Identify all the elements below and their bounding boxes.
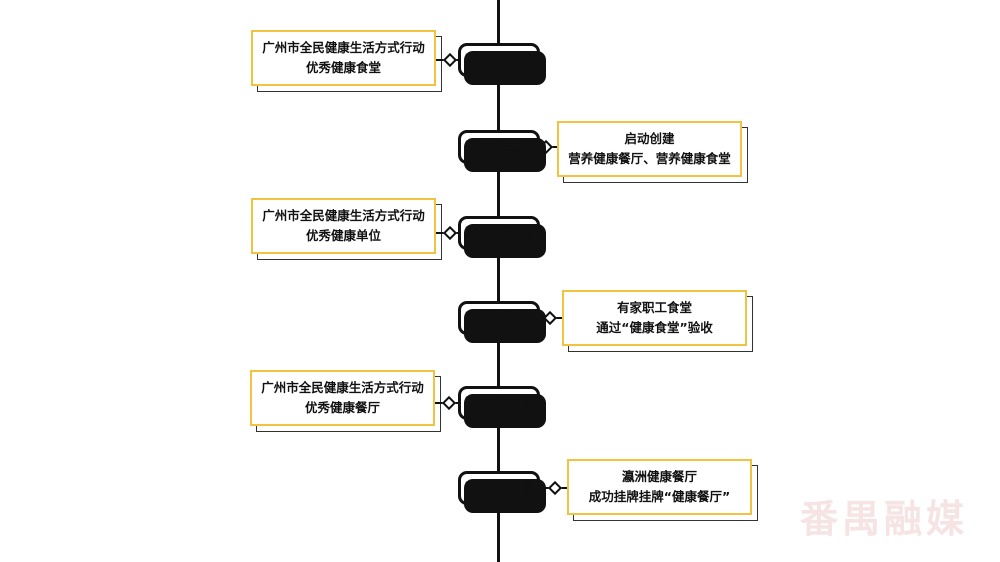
milestone-line1: 瀛洲健康餐厅 [621, 469, 697, 484]
milestone-line2: 优秀健康单位 [305, 228, 381, 243]
watermark-logo: 番禺融媒 [800, 496, 969, 541]
milestone-card-body: 广州市全民健康生活方式行动 优秀健康单位 [251, 198, 436, 254]
year-badge-2023-8: 2023.8 [458, 130, 546, 172]
diamond-marker [547, 480, 563, 496]
milestone-line1: 启动创建 [624, 131, 675, 146]
milestone-line1: 广州市全民健康生活方式行动 [262, 40, 425, 55]
milestone-card-body: 广州市全民健康生活方式行动 优秀健康餐厅 [250, 370, 435, 426]
milestone-card-body: 广州市全民健康生活方式行动 优秀健康食堂 [251, 30, 436, 86]
milestone-line1: 有家职工食堂 [616, 300, 692, 315]
year-badge-2024-8: 2024.8 [458, 43, 546, 85]
milestone-line2: 通过“健康食堂”验收 [596, 320, 713, 335]
milestone-line2: 营养健康餐厅、营养健康食堂 [568, 151, 731, 166]
diamond-marker [442, 225, 458, 241]
milestone-line1: 广州市全民健康生活方式行动 [261, 380, 424, 395]
milestone-card-2023-2: 有家职工食堂 通过“健康食堂”验收 [562, 290, 753, 352]
milestone-line2: 优秀健康食堂 [305, 60, 381, 75]
milestone-card-2021-4: 广州市全民健康生活方式行动 优秀健康餐厅 [250, 370, 441, 432]
milestone-card-2024-8: 广州市全民健康生活方式行动 优秀健康食堂 [251, 30, 442, 92]
year-badge-2023-2: 2023.2 [458, 301, 546, 343]
milestone-card-2023-8: 启动创建 营养健康餐厅、营养健康食堂 [557, 121, 748, 183]
milestone-line2: 成功挂牌挂牌“健康餐厅” [588, 489, 731, 504]
diamond-marker [441, 395, 457, 411]
year-badge-2023-6: 2023.6 [458, 216, 546, 258]
timeline-axis [497, 0, 500, 562]
milestone-card-2023-6: 广州市全民健康生活方式行动 优秀健康单位 [251, 198, 442, 260]
milestone-line1: 广州市全民健康生活方式行动 [262, 208, 425, 223]
year-badge-2021-4: 2021.4 [458, 386, 546, 428]
milestone-card-2020-8: 瀛洲健康餐厅 成功挂牌挂牌“健康餐厅” [567, 459, 758, 521]
diamond-marker [442, 52, 458, 68]
milestone-card-body: 启动创建 营养健康餐厅、营养健康食堂 [557, 121, 742, 177]
milestone-card-body: 瀛洲健康餐厅 成功挂牌挂牌“健康餐厅” [567, 459, 752, 515]
milestone-card-body: 有家职工食堂 通过“健康食堂”验收 [562, 290, 747, 346]
milestone-line2: 优秀健康餐厅 [304, 400, 380, 415]
year-badge-2020-8: 2020.8 [458, 471, 546, 513]
